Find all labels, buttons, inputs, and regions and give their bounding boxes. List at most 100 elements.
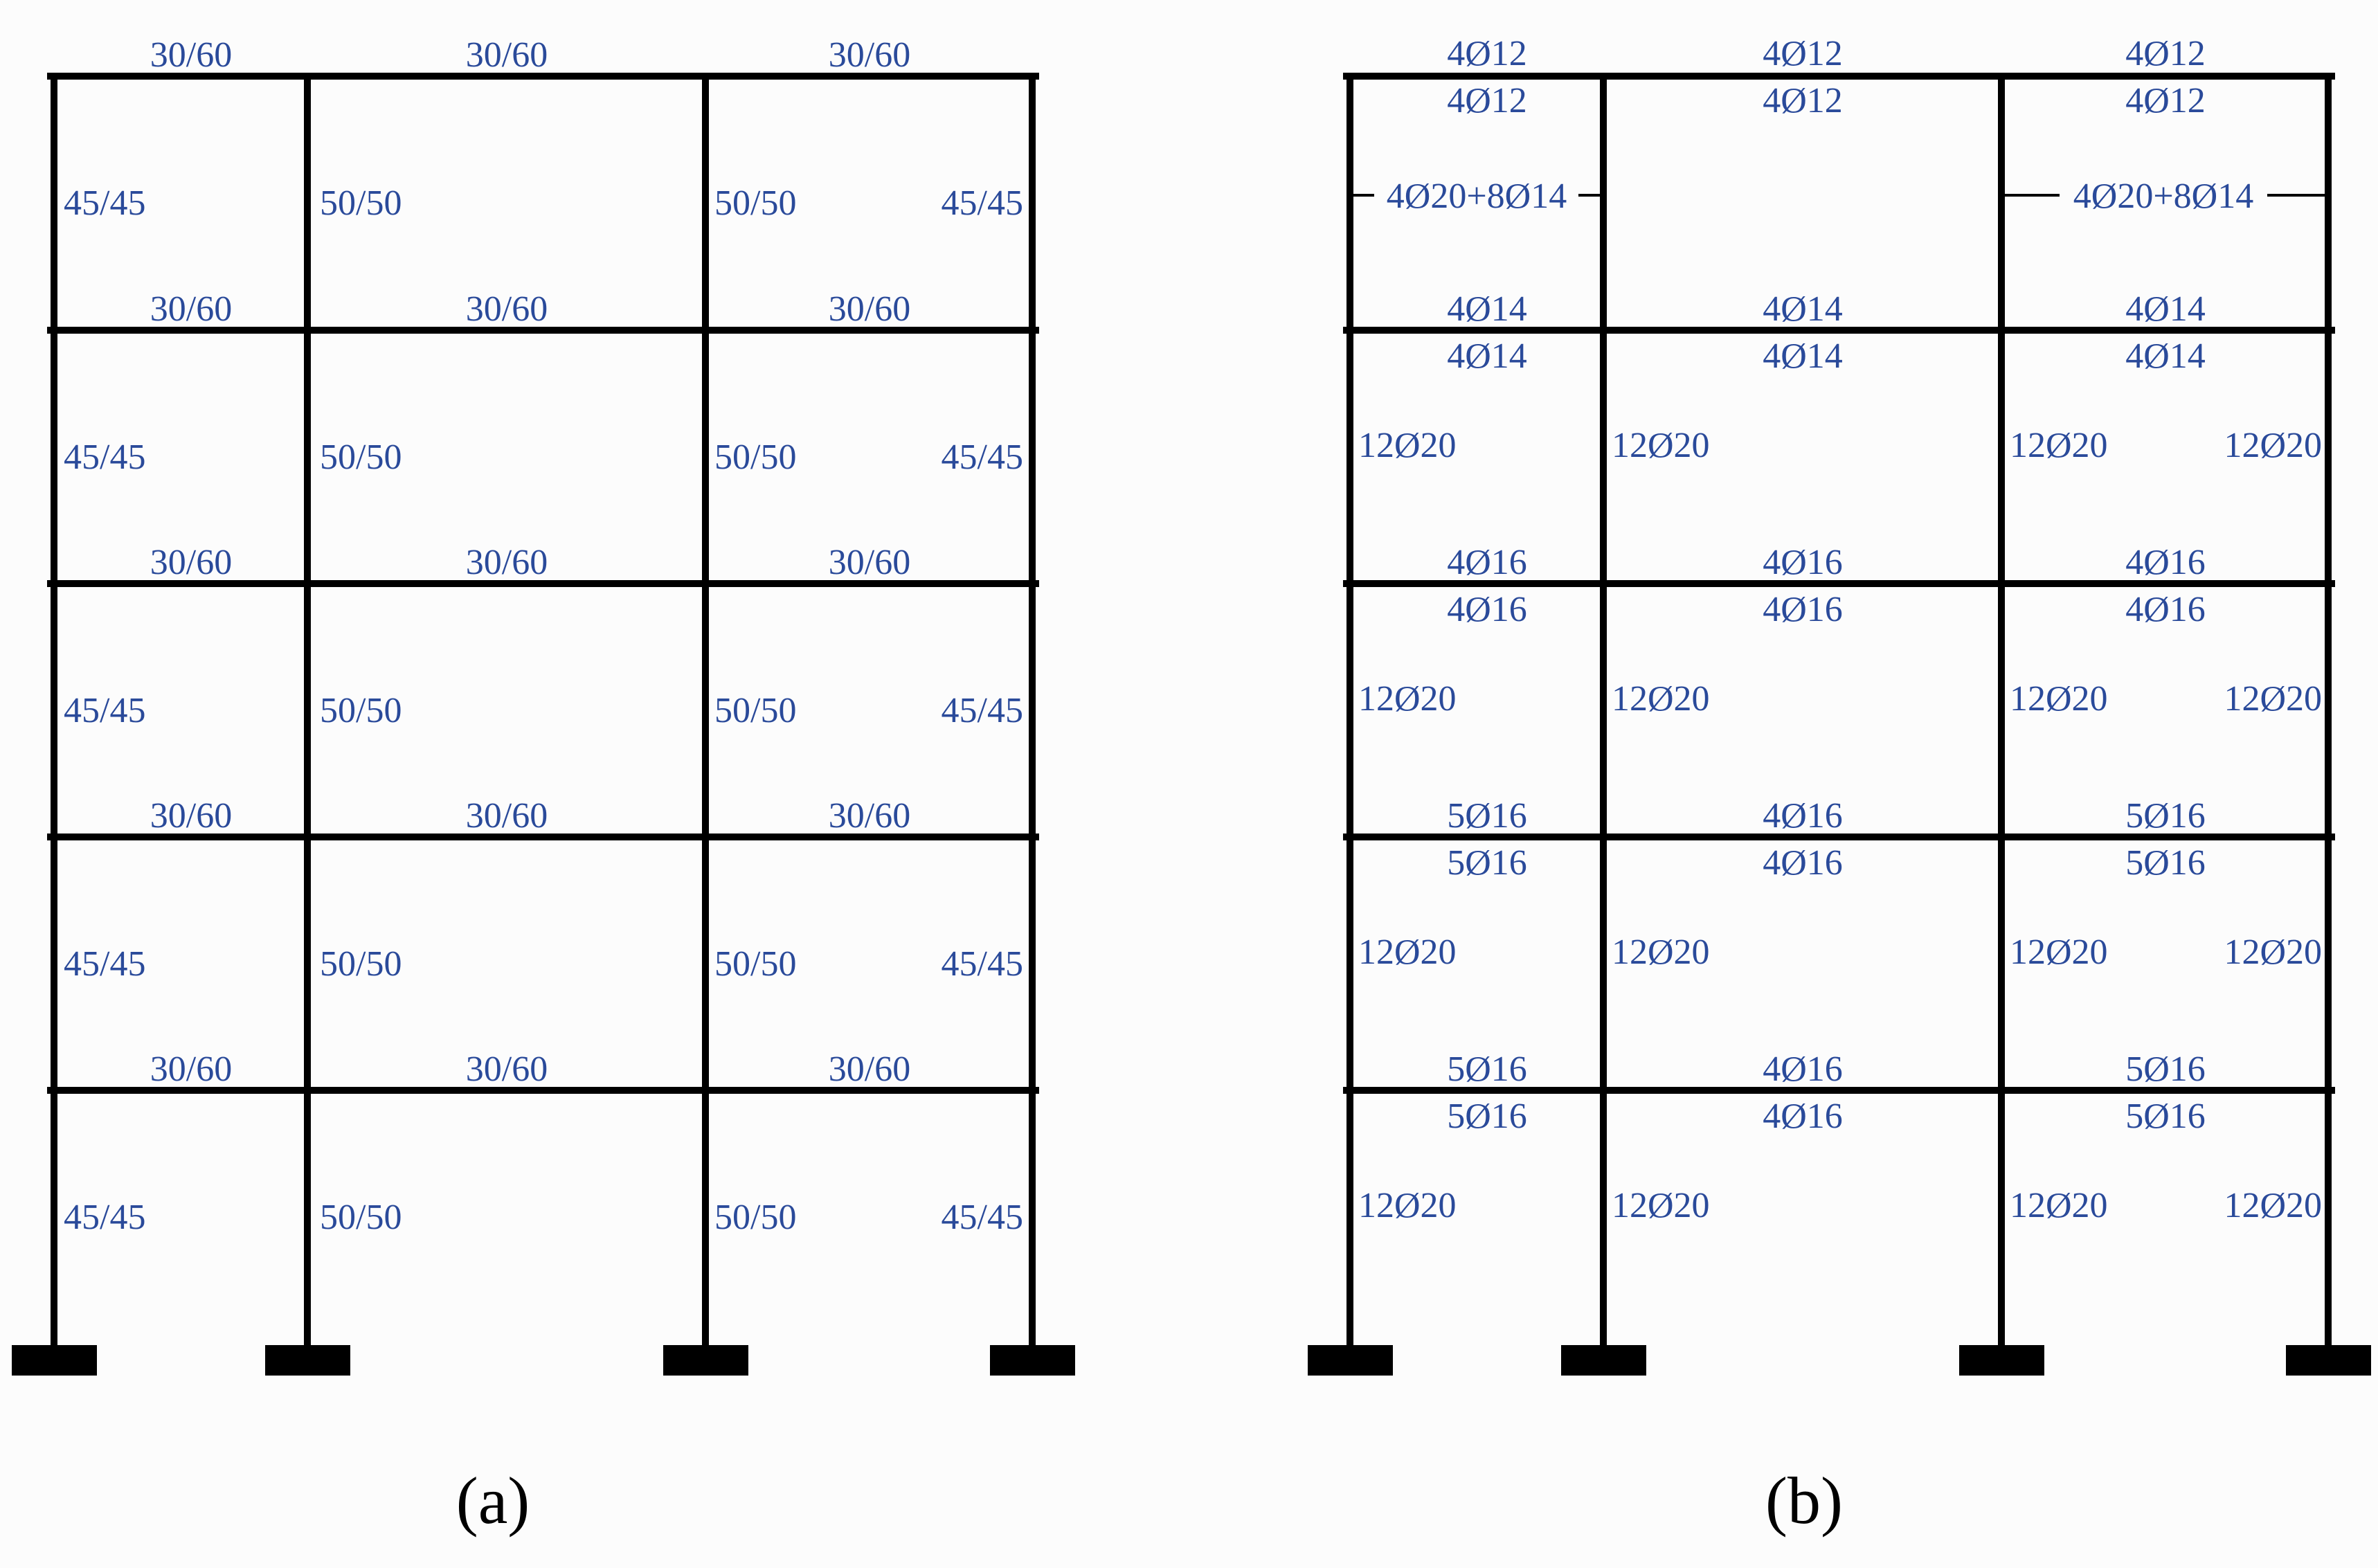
frame-b-beam-top-label: 4Ø14 xyxy=(2125,336,2206,376)
frame-b-column-label: 12Ø20 xyxy=(1612,1186,1710,1225)
frame-b-supports xyxy=(1308,1345,2371,1376)
frame-a-column-label: 50/50 xyxy=(320,944,402,984)
frame-b-beam-bottom-label: 4Ø16 xyxy=(1763,543,1843,582)
frame-b-beam-bottom-label: 4Ø16 xyxy=(1763,796,1843,836)
frame-b-roof-top-label: 4Ø12 xyxy=(1447,34,1527,73)
frame-b-labels: 4Ø12 4Ø12 4Ø12 4Ø12 4Ø12 4Ø12 4Ø14 4Ø14 4Ø14 4Ø14… xyxy=(1358,34,2322,1225)
frame-b-support-4 xyxy=(2286,1345,2371,1376)
frame-b-beam-top-label: 5Ø16 xyxy=(2125,843,2206,883)
frame-b-beam-bottom-label: 4Ø14 xyxy=(1763,289,1843,329)
frame-a-beam-label: 30/60 xyxy=(150,289,232,329)
frame-a-column-label: 45/45 xyxy=(942,691,1023,730)
frame-a-beam-label: 30/60 xyxy=(466,543,548,582)
frame-a-column-label: 45/45 xyxy=(942,944,1023,984)
frame-a-beam-label: 30/60 xyxy=(829,796,910,836)
frame-b-beam-bottom-label: 4Ø14 xyxy=(2125,289,2206,329)
frame-b-beam-top-label: 4Ø16 xyxy=(2125,590,2206,629)
frame-b-beam-bottom-label: 4Ø16 xyxy=(1763,1049,1843,1089)
frame-a-column-label: 50/50 xyxy=(320,1198,402,1237)
frame-b-roof-bottom-label: 4Ø12 xyxy=(2125,81,2206,120)
frame-a-column-label: 50/50 xyxy=(320,183,402,223)
frame-b-column-label: 12Ø20 xyxy=(1612,679,1710,719)
frame-a-support-1 xyxy=(12,1345,97,1376)
frame-b-beam-bottom-label: 5Ø16 xyxy=(1447,1049,1527,1089)
frame-b-roof-top-label: 4Ø12 xyxy=(1763,34,1843,73)
frame-b-column-label: 12Ø20 xyxy=(2224,679,2322,719)
frame-a-column-label: 45/45 xyxy=(64,438,145,477)
frame-b-beam-top-label: 4Ø16 xyxy=(1763,590,1843,629)
frame-a-column-label: 50/50 xyxy=(320,438,402,477)
frame-a-column-label: 45/45 xyxy=(64,183,145,223)
frame-b-column-label: 12Ø20 xyxy=(1358,679,1457,719)
frame-a-column-label: 50/50 xyxy=(320,691,402,730)
frame-a-column-label: 45/45 xyxy=(64,1198,145,1237)
frame-b-beam-top-label: 5Ø16 xyxy=(1447,1097,1527,1136)
frame-b-beam-bottom-label: 5Ø16 xyxy=(1447,796,1527,836)
frame-a-beam-label: 30/60 xyxy=(150,1049,232,1089)
frame-b-beam-top-label: 5Ø16 xyxy=(2125,1097,2206,1136)
frame-b-column-label: 12Ø20 xyxy=(1358,1186,1457,1225)
frame-a-beam-label: 30/60 xyxy=(466,796,548,836)
frame-a-beam-label: 30/60 xyxy=(150,35,232,75)
frame-b-beam-bottom-label: 5Ø16 xyxy=(2125,796,2206,836)
frame-a-beam-label: 30/60 xyxy=(829,289,910,329)
frame-b-roof-bottom-label: 4Ø12 xyxy=(1763,81,1843,120)
frame-a-beam-label: 30/60 xyxy=(150,543,232,582)
frame-a-supports xyxy=(12,1345,1075,1376)
frame-b-support-2 xyxy=(1561,1345,1646,1376)
frame-a-column-label: 50/50 xyxy=(714,1198,796,1237)
frame-b-column-label: 12Ø20 xyxy=(1612,932,1710,972)
frame-b-beam-top-label: 4Ø16 xyxy=(1763,1097,1843,1136)
frame-b-column-label: 12Ø20 xyxy=(1612,426,1710,465)
frame-b-beam-bottom-label: 4Ø14 xyxy=(1447,289,1527,329)
frame-a-column-label: 45/45 xyxy=(942,183,1023,223)
frame-a-beam-label: 30/60 xyxy=(466,35,548,75)
frame-a-beam-label: 30/60 xyxy=(466,1049,548,1089)
frame-a-support-3 xyxy=(663,1345,748,1376)
frame-a-column-label: 50/50 xyxy=(714,944,796,984)
frame-a-beam-label: 30/60 xyxy=(829,35,910,75)
frame-b-roof-top-label: 4Ø12 xyxy=(2125,34,2206,73)
frame-a-column-label: 50/50 xyxy=(714,183,796,223)
frame-a-column-label: 45/45 xyxy=(64,944,145,984)
frame-b-beam-top-label: 4Ø16 xyxy=(1447,590,1527,629)
frame-a-beam-label: 30/60 xyxy=(829,1049,910,1089)
frame-b-beam-top-label: 4Ø14 xyxy=(1763,336,1843,376)
frame-a-beam-label: 30/60 xyxy=(829,543,910,582)
frame-b-column-label: 12Ø20 xyxy=(2224,932,2322,972)
frame-b-beam-top-label: 4Ø16 xyxy=(1763,843,1843,883)
frame-b-top-column-label: 4Ø20+8Ø14 xyxy=(1387,177,1567,216)
frame-b-caption: (b) xyxy=(1765,1463,1843,1538)
frame-b-support-3 xyxy=(1959,1345,2044,1376)
frame-a xyxy=(47,73,1039,1350)
frame-b-column-label: 12Ø20 xyxy=(1358,932,1457,972)
frame-a-column-label: 45/45 xyxy=(942,438,1023,477)
frame-b-support-1 xyxy=(1308,1345,1393,1376)
frame-b-column-label: 12Ø20 xyxy=(2010,1186,2108,1225)
frame-a-column-label: 45/45 xyxy=(64,691,145,730)
frame-b-column-label: 12Ø20 xyxy=(1358,426,1457,465)
frame-b-column-label: 12Ø20 xyxy=(2010,426,2108,465)
frame-a-support-2 xyxy=(265,1345,350,1376)
frame-b xyxy=(1343,73,2335,1350)
frame-b-beam-bottom-label: 4Ø16 xyxy=(2125,543,2206,582)
frame-b-beam-top-label: 5Ø16 xyxy=(1447,843,1527,883)
frame-a-support-4 xyxy=(990,1345,1075,1376)
frame-a-column-label: 50/50 xyxy=(714,691,796,730)
frame-a-column-label: 45/45 xyxy=(942,1198,1023,1237)
frame-b-beam-bottom-label: 5Ø16 xyxy=(2125,1049,2206,1089)
frame-b-beam-bottom-label: 4Ø16 xyxy=(1447,543,1527,582)
frame-a-beam-label: 30/60 xyxy=(150,796,232,836)
frame-b-roof-bottom-label: 4Ø12 xyxy=(1447,81,1527,120)
frame-b-top-column-label: 4Ø20+8Ø14 xyxy=(2073,177,2253,216)
frame-b-column-label: 12Ø20 xyxy=(2224,1186,2322,1225)
frame-b-column-label: 12Ø20 xyxy=(2010,932,2108,972)
frame-b-beam-top-label: 4Ø14 xyxy=(1447,336,1527,376)
frame-b-column-label: 12Ø20 xyxy=(2010,679,2108,719)
frame-a-column-label: 50/50 xyxy=(714,438,796,477)
frame-a-caption: (a) xyxy=(456,1463,530,1538)
frame-b-column-label: 12Ø20 xyxy=(2224,426,2322,465)
frame-a-labels: 30/60 30/60 30/60 30/60 30/60 30/60 30/60 30/60… xyxy=(64,35,1023,1237)
